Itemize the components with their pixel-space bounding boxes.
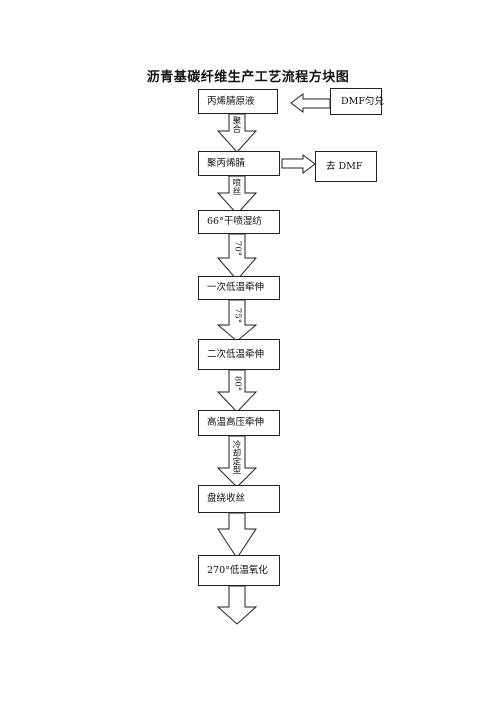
step-box-polyacrylonitrile: 聚丙烯腈 (198, 151, 280, 176)
step-label: 66°干喷湿纺 (207, 216, 262, 228)
arrow-down-2 (216, 175, 258, 215)
arrow-down-3 (216, 233, 258, 281)
arrow-down-4 (216, 299, 258, 342)
arrow-down-1 (216, 113, 258, 153)
step-box-winding: 盘绕收丝 (198, 485, 280, 513)
arrow-label-80: 80° (232, 375, 243, 391)
arrow-down-8 (216, 585, 258, 625)
diagram-title: 沥青基碳纤维生产工艺流程方块图 (146, 70, 350, 85)
step-box-first-low-temp-draw: 一次低温牵伸 (198, 276, 280, 300)
side-label: DMF匀兑 (341, 96, 384, 107)
step-label: 盘绕收丝 (207, 493, 246, 505)
arrow-down-6 (216, 435, 258, 488)
step-label: 聚丙烯腈 (207, 157, 246, 169)
side-box-dmf-removal: 去 DMF (315, 151, 377, 182)
arrow-from-dmf (290, 93, 331, 113)
step-label: 丙烯腈原液 (207, 95, 255, 107)
step-label: 二次低温牵伸 (207, 348, 265, 360)
side-label: 去 DMF (326, 161, 363, 172)
step-box-high-temp-pressure-draw: 高温高压牵伸 (198, 410, 280, 436)
step-box-low-temp-oxidation: 270°低温氧化 (198, 555, 280, 586)
arrow-down-7 (217, 512, 257, 559)
arrow-label-polymerize: 聚合 (230, 116, 241, 133)
step-box-second-low-temp-draw: 二次低温牵伸 (198, 339, 280, 370)
step-label: 一次低温牵伸 (207, 282, 265, 294)
step-box-acrylonitrile-solution: 丙烯腈原液 (198, 89, 278, 114)
side-box-dmf-input: DMF匀兑 (330, 88, 384, 115)
step-box-dry-jet-wet-spinning: 66°干喷湿纺 (198, 210, 280, 234)
arrow-down-5 (216, 369, 258, 413)
arrow-label-70: 70° (232, 240, 243, 256)
arrow-label-75: 75° (232, 307, 243, 323)
arrow-label-cooling-setting: 冷却定型 (230, 440, 241, 474)
step-label: 270°低温氧化 (207, 564, 268, 576)
step-label: 高温高压牵伸 (207, 417, 265, 429)
arrow-to-remove-dmf (281, 154, 316, 174)
arrow-label-spinning: 喷丝 (230, 178, 241, 195)
